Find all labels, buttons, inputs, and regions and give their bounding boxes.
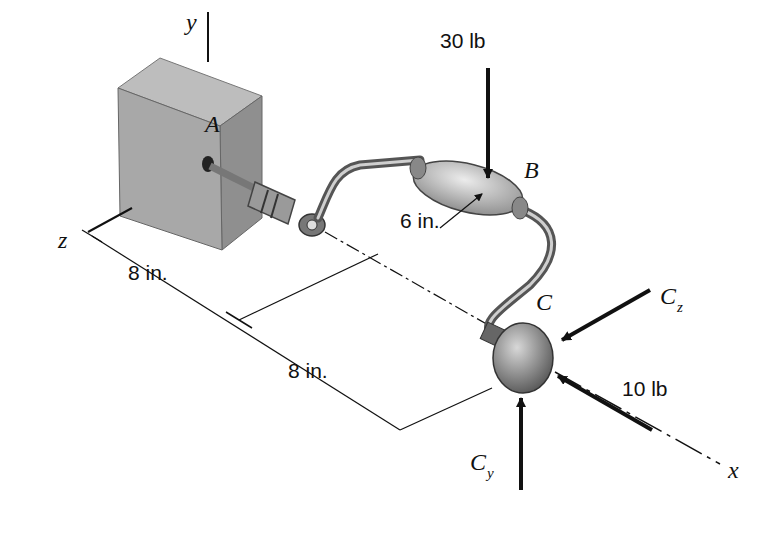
dimension-label: 8 in. — [288, 360, 328, 381]
force-value: 10 lb — [622, 378, 668, 399]
force-value: 30 lb — [440, 30, 486, 51]
axis-label: y — [186, 10, 197, 34]
force-label: C — [660, 284, 676, 308]
point-label: C — [536, 290, 552, 314]
force-label: C — [470, 450, 486, 474]
force-subscript: z — [677, 300, 683, 315]
force-subscript: y — [487, 466, 494, 481]
point-label: B — [524, 158, 539, 182]
dimension-label: 6 in. — [400, 210, 440, 231]
axis-label: z — [58, 228, 67, 252]
dimension-label: 8 in. — [128, 262, 168, 283]
axis-label: x — [728, 458, 739, 482]
point-label: A — [205, 112, 220, 136]
